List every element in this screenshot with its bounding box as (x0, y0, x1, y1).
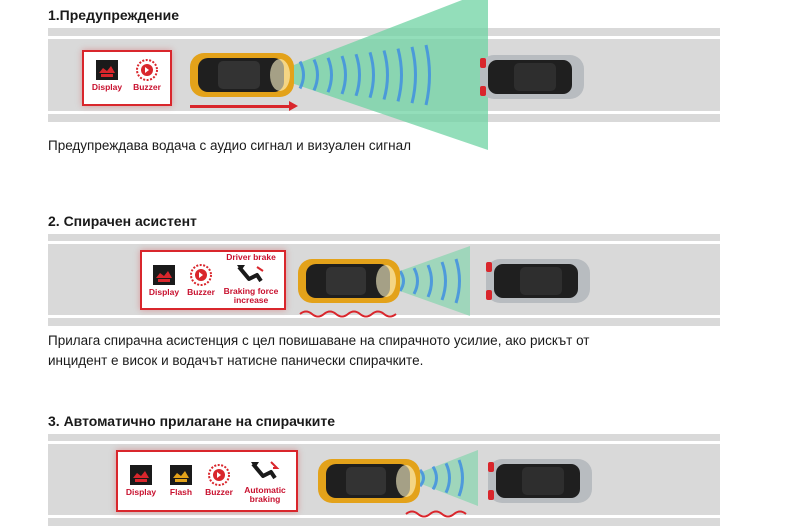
buzzer-indicator: Buzzer (128, 59, 166, 92)
display-indicator: Display (122, 464, 160, 497)
buzzer-icon (190, 264, 212, 286)
own-car-2 (298, 259, 400, 303)
radar-wave (418, 468, 425, 488)
brake-pedal-icon (237, 265, 264, 283)
buzzer-indicator: Buzzer (200, 464, 238, 497)
lead-car-3 (488, 459, 592, 503)
section-2-title: 2. Спирачен асистент (48, 213, 197, 229)
auto-brake-indicator: Automatic braking (238, 458, 292, 504)
radar-wave (444, 462, 451, 494)
radar-wave (340, 55, 347, 95)
radar-wave (382, 50, 389, 100)
section-3-title: 3. Автоматично прилагане на спирачките (48, 413, 335, 429)
driver-brake-label: Driver brake (226, 252, 276, 262)
display-indicator: Display (88, 59, 126, 92)
lead-car-1 (480, 55, 584, 99)
brake-assist-indicator: Driver brake Braking force increase (220, 253, 282, 305)
section-1-caption: Предупреждава водача с аудио сигнал и ви… (48, 138, 411, 153)
flash-icon (170, 465, 192, 485)
display-icon (153, 265, 175, 285)
radar-wave (410, 46, 417, 104)
buzzer-indicator: Buzzer (182, 264, 220, 297)
radar-wave (457, 459, 464, 497)
radar-wave (326, 57, 333, 93)
display-indicator: Display (145, 264, 183, 297)
motion-arrow-1 (190, 101, 298, 111)
own-car-1 (190, 53, 294, 97)
radar-wave (426, 264, 433, 298)
radar-wave (298, 60, 305, 90)
section-2-caption: Прилага спирачна асистенция с цел повиша… (48, 333, 590, 368)
radar-wave (312, 59, 319, 91)
lead-car-2 (486, 259, 590, 303)
own-car-3 (318, 459, 420, 503)
section-1-title: 1.Предупреждение (48, 7, 179, 23)
radar-wave (412, 267, 419, 295)
radar-wave (354, 53, 361, 97)
display-icon (130, 465, 152, 485)
radar-wave (440, 261, 447, 301)
radar-wave (368, 51, 375, 99)
warning-panel-3: Display Flash Buzzer Automatic braking (116, 450, 298, 512)
warning-panel-2: Display Buzzer Driver brake Braking forc… (140, 250, 286, 310)
radar-wave (396, 48, 403, 102)
auto-brake-icon (251, 461, 280, 480)
radar-wave (398, 270, 405, 292)
flash-indicator: Flash (162, 464, 200, 497)
buzzer-icon (136, 59, 158, 81)
buzzer-icon (208, 464, 230, 486)
display-icon (96, 60, 118, 80)
radar-wave (431, 465, 438, 491)
warning-panel-1: Display Buzzer (82, 50, 172, 106)
radar-wave (424, 44, 431, 106)
radar-wave (454, 258, 461, 304)
